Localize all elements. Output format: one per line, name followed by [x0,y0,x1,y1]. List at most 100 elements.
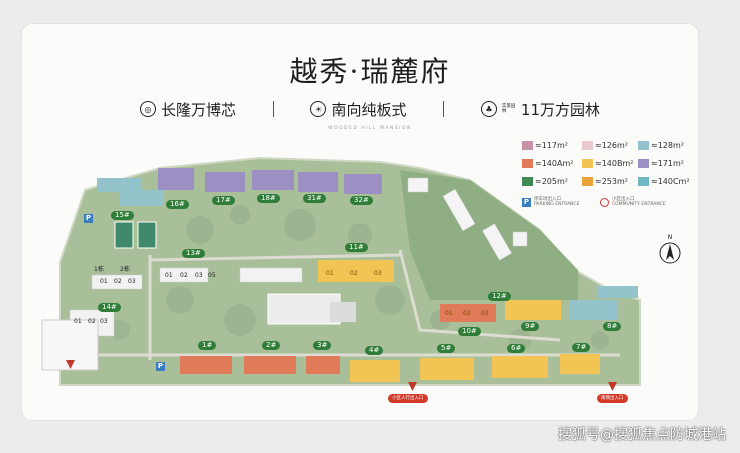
unit-number: 01 [326,270,334,277]
south-row-140a [180,356,340,374]
existing-buildings [407,177,528,261]
page-title: 越秀·瑞麓府 [289,55,451,88]
building-label: 10# [458,327,481,336]
unit-number: 03 [374,270,382,277]
parking-marker[interactable]: P [84,214,93,223]
legend-item: ≈205m² [522,177,568,186]
unit-number: 03 [100,318,108,325]
legend-label: ≈117m² [535,141,568,150]
sun-icon: ☀ [310,101,327,117]
paths [90,249,620,360]
legend-swatch [638,159,649,168]
building-label: 18# [257,194,280,203]
block-tag: 1栋 [94,266,104,273]
feature-item: ♣ 实景园林 11万方园林 [480,99,600,120]
legend-item: ≈117m² [522,141,568,150]
south-row-140b [350,354,600,382]
building-label: 32# [350,196,373,205]
unit-number: 02 [180,272,188,279]
legend-swatch [638,177,649,186]
watermark: 搜狐号@搜狐焦点防城港站 [558,427,726,443]
building-label: 8# [603,322,622,331]
parking-icon: P [522,197,531,207]
legend-label: ≈140Bm² [595,159,634,168]
legend-label: ≈171m² [651,159,684,168]
legend-swatch [522,159,533,168]
legend-label: ≈140Cm² [651,177,690,186]
unit-number: 02 [463,310,471,317]
feature-label: 长隆万博芯 [161,100,237,119]
legend-label: 停车场出入口 [534,197,561,202]
north-row-buildings [97,168,382,206]
legend-sublabel: PARKING ENTRANCE [534,202,580,207]
block-1 [91,274,143,290]
feature-label: 11万方园林 [520,100,600,119]
tennis-court [137,221,157,249]
unit-number: 01 [100,278,108,285]
legend-swatch [582,159,593,168]
building-label: 2# [262,341,281,350]
building-label: 4# [365,346,384,355]
legend-sublabel: COMMUNITY ENTRANCE [612,202,666,207]
subtitle: WOODED HILL MANSION [328,126,412,131]
legend-item: ≈253m² [582,177,628,186]
building-label: 16# [166,200,189,209]
unit-number: 05 [208,272,216,279]
legend-swatch [638,141,649,150]
legend-swatch [522,141,533,150]
target-icon: ◎ [140,101,156,117]
unit-number: 02 [88,318,96,325]
feature-bar: ◎ 长隆万博芯 ☀ 南向纯板式 ♣ 实景园林 11万方园林 [140,98,600,120]
unit-number: 02 [114,278,122,285]
entrance-pin[interactable] [66,360,75,369]
unit-number: 03 [128,278,136,285]
block-11 [318,260,394,282]
feature-badge: 实景园林 [501,104,516,114]
legend-swatch [582,141,593,150]
legend-label: 小区出入口 [612,197,635,202]
building-label: 17# [212,196,235,205]
divider [443,101,445,117]
entrance-label[interactable]: 小区人行出入口 [388,394,428,403]
legend-label: ≈140Am² [535,159,574,168]
tree-icon: ♣ [480,101,497,117]
building-label: 6# [507,344,526,353]
unit-number: 03 [195,272,203,279]
clubhouse [267,293,341,325]
unit-number: 01 [165,272,173,279]
gate-icon [600,197,609,207]
compass: N [659,234,681,268]
legend-item: ≈128m² [638,141,684,150]
building-label: 31# [303,194,326,203]
tennis-court [114,221,134,249]
unit-number: 02 [350,270,358,277]
legend-item: ≈140Cm² [638,177,690,186]
legend-item: ≈140Am² [522,159,573,168]
building-label: 13# [182,249,205,258]
clubhouse-annex [330,302,356,322]
unit-number: 01 [445,310,453,317]
east-blocks [440,286,638,322]
legend-label: ≈205m² [535,177,568,186]
building-label: 9# [521,322,540,331]
unit-number: 01 [74,318,82,325]
building-label: 15# [111,211,134,220]
legend-item: ≈126m² [582,141,628,150]
parking-marker[interactable]: P [156,362,165,371]
building-label: 1# [198,341,217,350]
legend-label: ≈126m² [595,141,628,150]
building-label: 3# [313,341,332,350]
compass-label: N [667,234,673,241]
building-label: 11# [345,243,368,252]
entrance-pin[interactable] [608,382,617,391]
feature-label: 南向纯板式 [331,100,407,119]
row-13-buildings [159,267,303,283]
feature-item: ☀ 南向纯板式 [310,99,406,120]
entrance-label[interactable]: 南侧出入口 [597,394,628,403]
block-tag: 2栋 [120,266,130,273]
entrance-pin[interactable] [408,382,417,391]
building-label: 14# [98,303,121,312]
